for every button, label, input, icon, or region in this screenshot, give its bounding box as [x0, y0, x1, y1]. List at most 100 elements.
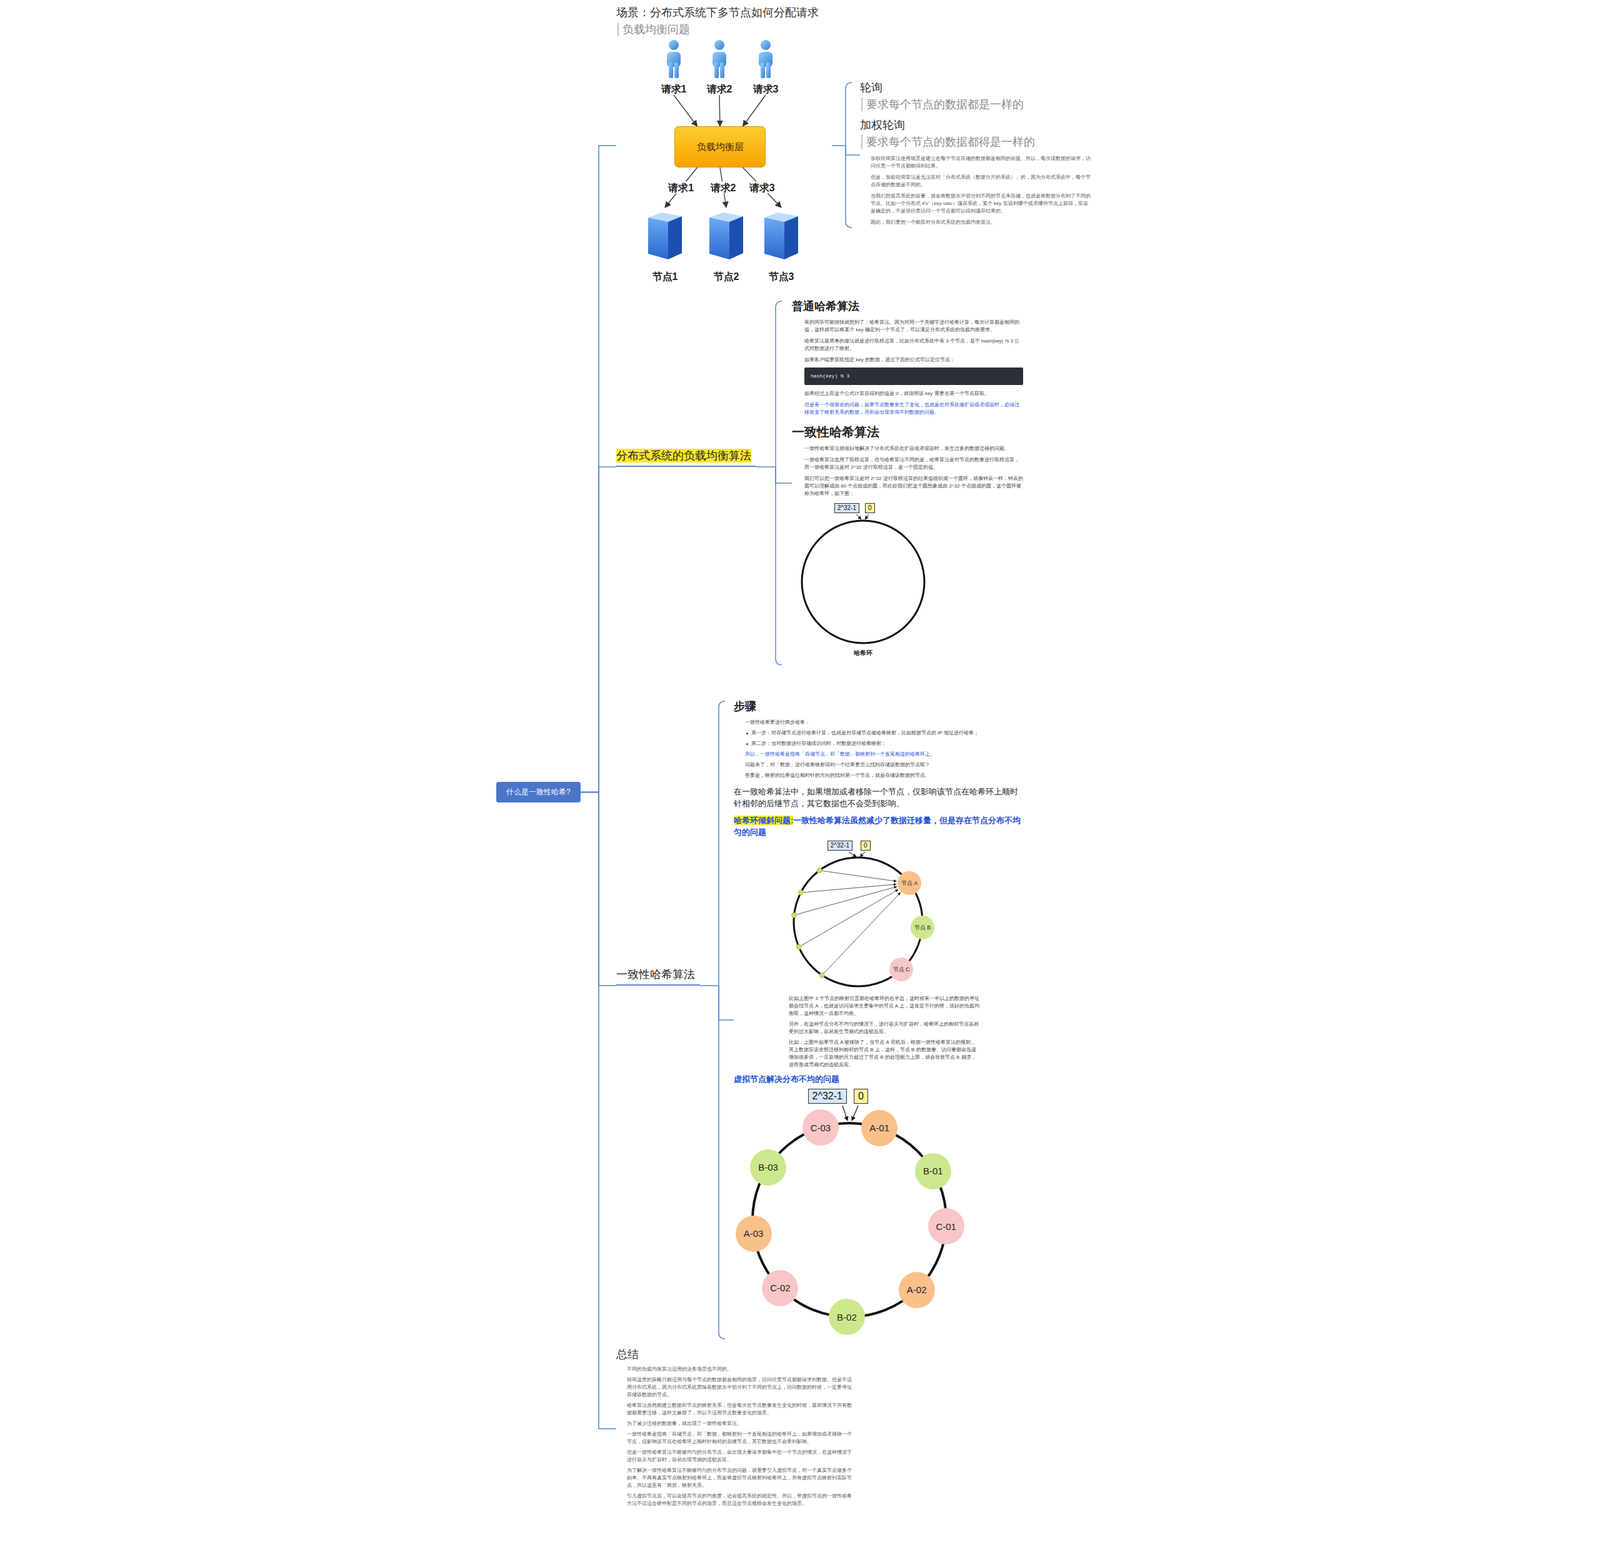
virtual-node: C-02: [761, 1270, 799, 1307]
node-text: 加权轮询: [860, 117, 1098, 133]
node-text: 2^32-1: [830, 841, 850, 850]
node-text: 2^32-1: [812, 1090, 843, 1103]
polling-notes: 轮询要求每个节点的数据都是一样的加权轮询要求每个节点的数据都得是一样的加权轮询算…: [860, 80, 1098, 230]
node-text: 一致哈希算法也用了取模运算，但与哈希算法不同的是，哈希算法是对节点的数量进行取模…: [804, 456, 1024, 472]
zero-box: 0: [865, 503, 875, 514]
virtual-node: A-03: [735, 1215, 772, 1252]
hash-node: 节点 A: [897, 871, 922, 895]
node-text: 总结: [616, 1346, 857, 1362]
node-text: 分布式系统的负载均衡算法: [616, 448, 752, 463]
ring: [801, 520, 925, 644]
node-text: 哈希算法虽然能建立数据和节点的映射关系，但是每次在节点数量发生变化的时候，最坏情…: [626, 1401, 852, 1417]
figure: 2^32-1 0C-03 A-01B-03 B-01C-01A-03C-02 A-02B…: [733, 1087, 1028, 1339]
virtual-node: B-02: [828, 1298, 865, 1335]
connector: [665, 167, 698, 208]
ring-label: 哈希环: [853, 648, 873, 657]
data-point: [791, 868, 825, 979]
server-node: 节点2: [706, 207, 747, 283]
node-text: hash(key) % 3: [810, 373, 1017, 380]
node-text: 但是有一个很致命的问题，如果节点数量发生了变化，也就是在对系统做扩容或者缩容时，…: [804, 401, 1024, 417]
virtual-node: B-01: [915, 1153, 952, 1190]
connector: [719, 95, 720, 127]
node-text: B-03: [758, 1161, 779, 1173]
ring: [752, 1123, 947, 1317]
node-text: 2^32-1: [837, 504, 857, 512]
node-text: 普通哈希算法: [791, 298, 1025, 314]
node-text: 什么是一致性哈希?: [506, 787, 571, 797]
node-text: 一致性哈希算法: [616, 967, 695, 982]
node-text: 场景：分布式系统下多节点如何分配请求: [616, 5, 832, 20]
node-text: 我们可以把一致哈希算法是对 2^32 进行取模运算的结果值组织成一个圆环，就像钟…: [804, 475, 1024, 498]
node-text: 节点 A: [901, 879, 919, 888]
edge-label: 请求1: [666, 181, 696, 194]
node-text: 0: [868, 504, 872, 512]
node-text: 负载均衡问题: [617, 22, 832, 37]
connector: [580, 145, 617, 793]
scenario-illustration: [0, 0, 1600, 294]
node-text: 节点3: [768, 270, 795, 283]
content-panel: 普通哈希算法有的同学可能很快就想到了：哈希算法。因为对同一个关键字进行哈希计算，…: [791, 298, 1025, 668]
code-block: hash(key) % 3: [804, 367, 1024, 385]
node-text: 节点1: [652, 270, 679, 283]
node-text: B-02: [836, 1311, 857, 1323]
node-text: 有的同学可能很快就想到了：哈希算法。因为对同一个关键字进行哈希计算，每次计算都是…: [804, 318, 1024, 334]
node-text: A-03: [743, 1228, 764, 1239]
range-box: 2^32-1: [834, 503, 860, 514]
virtual-node: C-01: [928, 1208, 965, 1245]
node-text: 一致性哈希是指将「存储节点」和「数据」都映射到一个首尾相连的哈希环上，如果增加或…: [626, 1430, 852, 1446]
virtual-node: C-03: [802, 1109, 839, 1146]
pointer: [856, 514, 862, 520]
virtual-node: A-02: [898, 1271, 935, 1309]
node-text: 为了解决一致性哈希算法不能够均匀的分布节点的问题，就需要引入虚拟节点，对一个真实…: [626, 1466, 852, 1490]
figure: 2^32-1 0 哈希环: [791, 501, 1025, 665]
node-text: 节点 C: [893, 965, 910, 974]
node-text: 第二步：当对数据进行存储或访问时，对数据进行哈希映射；: [745, 740, 987, 748]
node-text: 步骤: [733, 698, 1028, 714]
hash-node: 节点 C: [889, 957, 914, 982]
node-text: A-01: [869, 1122, 890, 1134]
node-text: 问题来了，对「数据」进行哈希映射得到一个结果要怎么找到存储该数据的节点呢？: [745, 761, 980, 769]
summary-branch: 总结不同的负载均衡算法适用的业务场景也不同的。轮询这类的策略只能适用与每个节点的…: [616, 1346, 857, 1511]
branch-topic: 分布式系统的负载均衡算法: [616, 448, 757, 467]
node-text: 请求2: [706, 83, 733, 95]
connector: [743, 167, 782, 208]
connector: [673, 95, 698, 127]
branch-topic: 一致性哈希算法: [616, 967, 700, 986]
user-icon: [666, 40, 773, 79]
edge-label: 请求2: [708, 181, 739, 194]
node-text: 第一步：对存储节点进行哈希计算，也就是对存储节点做哈希映射，比如根据节点的 IP…: [745, 729, 987, 737]
connector: [831, 145, 860, 155]
node-text: 一致性哈希要进行两步哈希：: [745, 718, 980, 727]
server-node: 节点1: [645, 207, 685, 283]
node-text: A-02: [906, 1284, 927, 1295]
connector: [743, 95, 767, 127]
node-text: B-01: [923, 1165, 944, 1177]
node-text: 引入虚拟节点后，可以会提高节点的均衡度，还会提高系统的稳定性。所以，带虚拟节点的…: [626, 1492, 852, 1508]
zero-box: 0: [860, 840, 871, 851]
node-text: 但是，加权轮询算法是无法应对「分布式系统（数据分片的系统）」的，因为分布式系统中…: [870, 173, 1093, 189]
node-text: 一致性哈希算法就很好地解决了分布式系统在扩容或者缩容时，发生过多的数据迁移的问题…: [804, 445, 1024, 453]
ring: [793, 857, 923, 987]
node-text: 要求每个节点的数据都是一样的: [861, 97, 1098, 112]
hash-node: 节点 B: [910, 915, 935, 940]
node-text: 不同的负载均衡算法适用的业务场景也不同的。: [626, 1365, 852, 1374]
virtual-node: A-01: [861, 1110, 898, 1147]
node-text: 加权轮询算法使用场景是建立在每个节点存储的数据都是相同的前提。所以，每次读数据的…: [870, 155, 1093, 170]
node-text: 哈希环倾斜问题:: [733, 815, 794, 825]
node-text: 虚拟节点解决分布不均的问题: [733, 1073, 1028, 1085]
pointer: [848, 851, 857, 857]
node-text: 比如上图中 3 个节点的映射位置都在哈希环的右半边，这时候有一半以上的数据的寻址…: [788, 995, 980, 1018]
node-text: 但是一致性哈希算法不能够均匀的分布节点，会出现大量请求都集中在一个节点的情况，在…: [626, 1448, 852, 1464]
zero-box: 0: [853, 1088, 869, 1104]
pointer: [865, 514, 869, 520]
node-text: 节点 B: [914, 923, 932, 932]
skewed-ring: [733, 839, 1028, 993]
node-text: 要求每个节点的数据都得是一样的: [861, 135, 1098, 149]
node-text: 答案是，映射的结果值往顺时针的方向的找到第一个节点，就是存储该数据的节点。: [745, 771, 980, 780]
node-text: C-03: [810, 1122, 832, 1134]
node-text: 如果客户端要获取指定 key 的数据，通过下面的公式可以定位节点：: [804, 356, 1024, 364]
node-text: 请求1: [661, 83, 687, 95]
node-text: C-02: [770, 1282, 791, 1294]
connector: [580, 792, 617, 1430]
